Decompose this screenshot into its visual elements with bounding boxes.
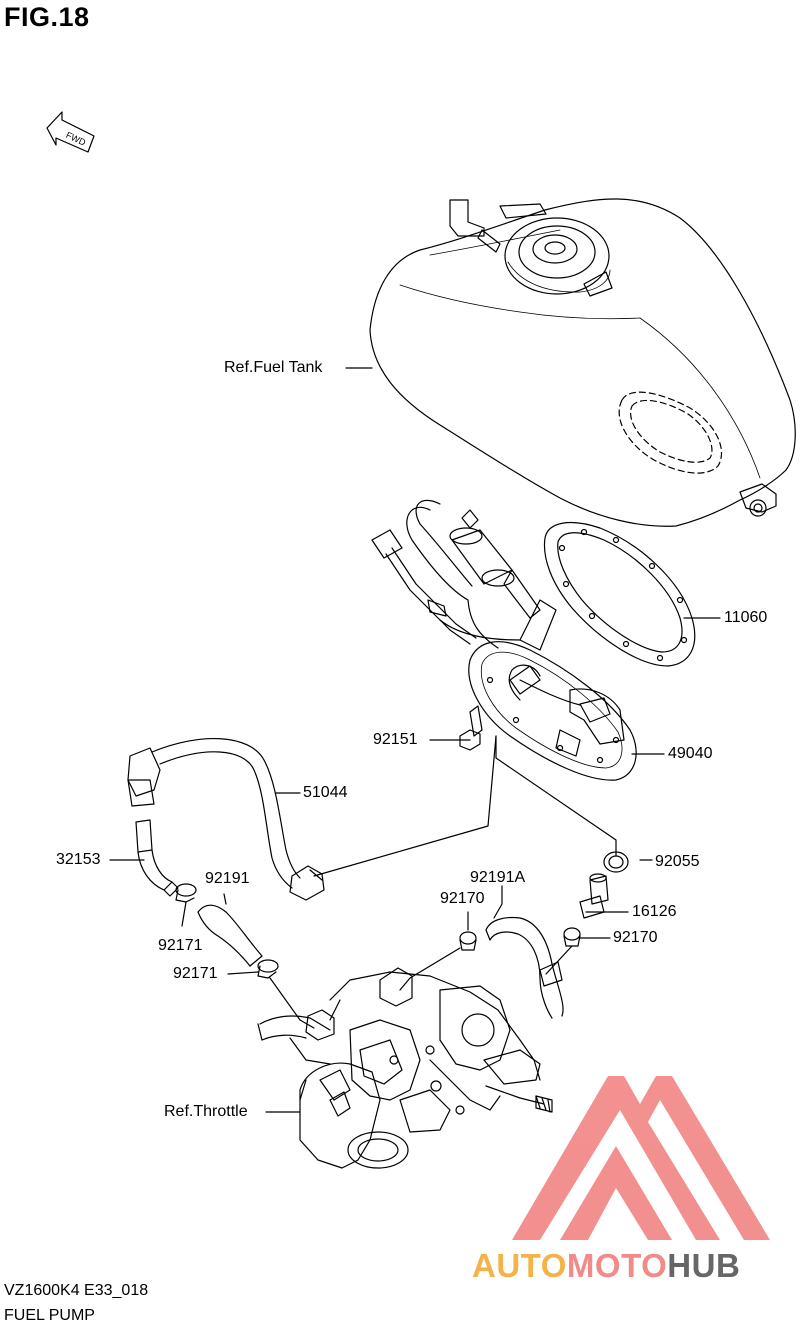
label-16126: 16126 <box>632 903 677 920</box>
label-92055: 92055 <box>655 853 700 870</box>
gasket-11060 <box>543 521 696 667</box>
label-51044: 51044 <box>303 784 348 801</box>
clamp-92170-left <box>459 931 477 951</box>
label-92151: 92151 <box>373 731 418 748</box>
label-92191a: 92191A <box>470 869 526 886</box>
label-32153: 32153 <box>56 851 101 868</box>
bolt-92151 <box>459 705 483 751</box>
label-ref-throttle: Ref.Throttle <box>164 1103 248 1120</box>
hose-92191a <box>485 916 564 1019</box>
clamp-92170-right <box>563 927 581 947</box>
label-92171-upper: 92171 <box>158 937 203 954</box>
fuel-pump-49040 <box>371 499 637 781</box>
model-code: VZ1600K4 E33_018 <box>4 1282 149 1299</box>
label-92171-lower: 92171 <box>173 965 218 982</box>
label-11060: 11060 <box>724 609 768 626</box>
label-49040: 49040 <box>668 745 713 762</box>
section-name: FUEL PUMP <box>4 1307 95 1324</box>
watermark-hub: HUB <box>667 1247 741 1284</box>
o-ring-92055 <box>603 851 629 873</box>
figure-title: FIG.18 <box>4 2 90 32</box>
clamp-92171-lower <box>257 959 279 979</box>
automotohub-logo <box>512 1076 770 1240</box>
fuel-tank-drawing <box>369 198 796 527</box>
label-92170-left: 92170 <box>440 890 485 907</box>
fitting-32153 <box>135 819 179 897</box>
clamp-92171-upper <box>175 883 197 903</box>
watermark-auto: AUTO <box>472 1247 567 1284</box>
hose-51044 <box>127 738 325 901</box>
label-ref-fuel-tank: Ref.Fuel Tank <box>224 359 323 376</box>
forward-arrow-icon: FWD <box>46 111 95 153</box>
label-92170-right: 92170 <box>613 929 658 946</box>
hose-92191 <box>197 904 263 967</box>
watermark-moto: MOTO <box>566 1247 668 1284</box>
throttle-body-drawing <box>257 967 553 1169</box>
watermark-text: AUTOMOTOHUB <box>472 1247 740 1285</box>
label-92191: 92191 <box>205 870 250 887</box>
